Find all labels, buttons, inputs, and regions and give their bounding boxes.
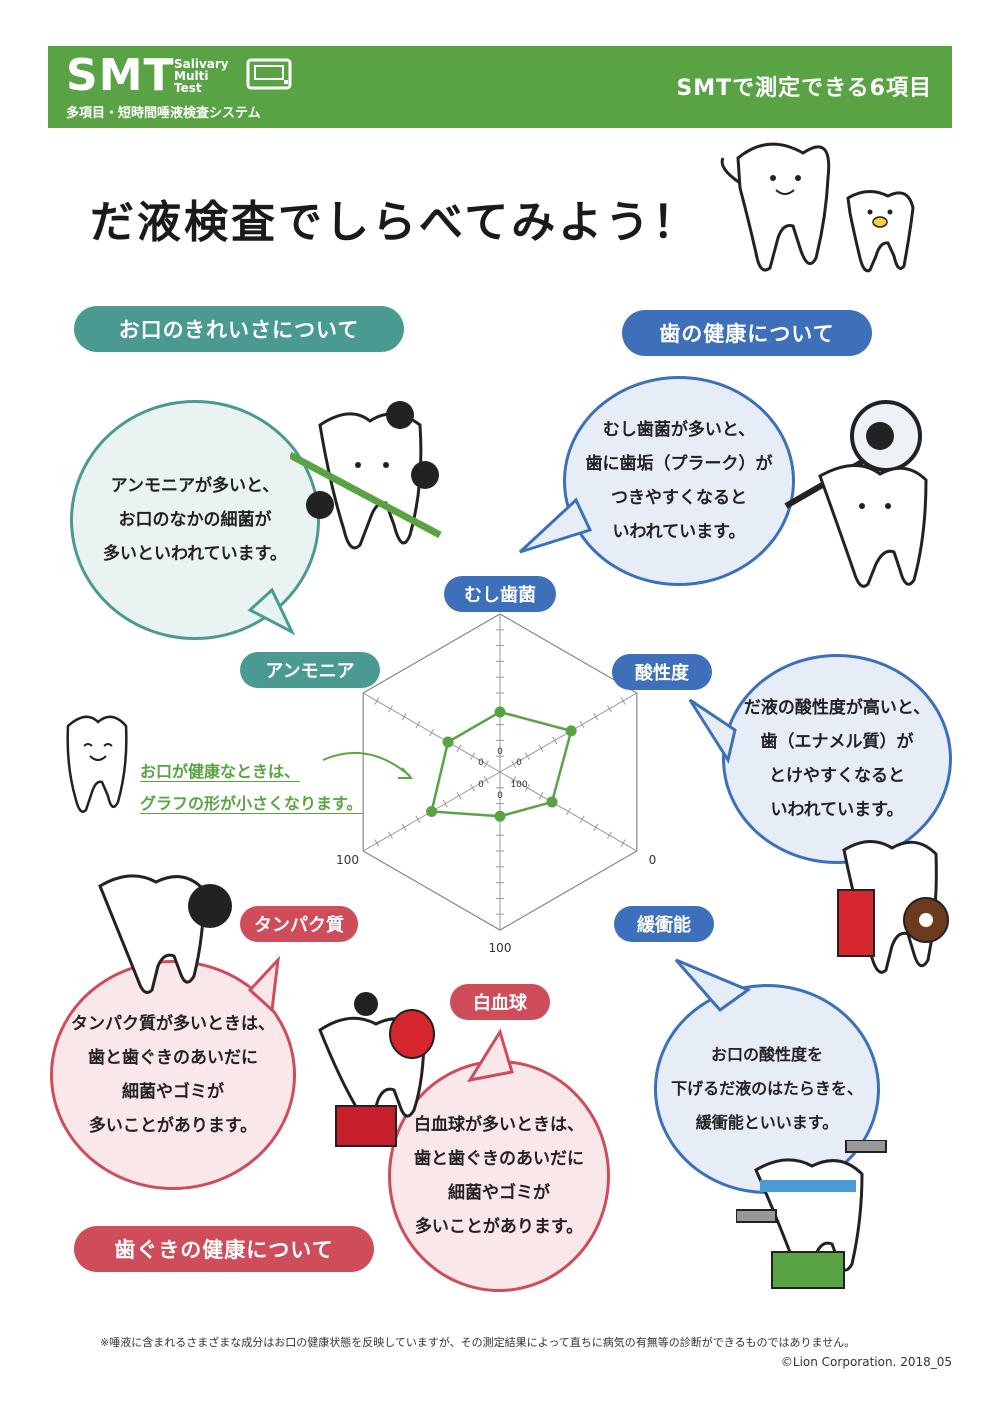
radar-tick: [456, 744, 462, 753]
bubble-leukocyte-text: 白血球が多いときは、 歯と歯ぐきのあいだに 細菌やゴミが 多いことがあります。: [414, 1115, 584, 1237]
radar-max-label: 0: [649, 853, 657, 867]
radar-min-label: 0: [497, 791, 503, 801]
logo-subtitle: Salivary Multi Test: [174, 58, 234, 94]
graph-note-line: お口が健康なときは、: [140, 762, 301, 781]
radar-tick: [429, 728, 435, 737]
radar-tick: [620, 697, 626, 705]
bubble-mutans: むし歯菌が多いと、 歯に歯垢（プラーク）が つきやすくなると いわれています。: [563, 376, 795, 586]
radar-tick: [442, 799, 448, 808]
device-icon: [246, 58, 292, 90]
radar-tick: [579, 815, 585, 824]
radar-min-label: 0: [478, 780, 484, 790]
radar-min-label: 0: [497, 747, 503, 757]
tooth-with-bacteria-illustration: [98, 874, 232, 994]
radar-data-point: [426, 806, 438, 817]
radar-data-point: [494, 706, 506, 718]
bubble-mutans-text: むし歯菌が多いと、 歯に歯垢（プラーク）が つきやすくなると いわれています。: [585, 420, 773, 542]
logo-smt: SMT: [66, 50, 175, 101]
header-subtitle: SMTで測定できる6項目: [676, 76, 932, 101]
radar-data-point: [546, 796, 558, 808]
radar-tick: [470, 752, 476, 760]
radar-data-point: [442, 736, 454, 748]
graph-note-line: グラフの形が小さくなります。: [140, 794, 363, 813]
radar-tick: [538, 744, 544, 753]
smiling-tooth-illustration: [66, 715, 128, 813]
bubble-ammonia-text: アンモニアが多いと、 お口のなかの細菌が 多いといわれています。: [103, 476, 287, 564]
bubble-protein-text: タンパク質が多いときは、 歯と歯ぐきのあいだに 細菌やゴミが 多いことがあります…: [71, 1014, 275, 1136]
tooth-characters-illustration: [720, 142, 915, 273]
bubble-acidity: だ液の酸性度が高いと、 歯（エナメル質）が とけやすくなると いわれています。: [722, 654, 952, 864]
radar-tick: [620, 839, 626, 847]
category-tooth-health: 歯の健康について: [622, 310, 872, 356]
radar-min-label: 100: [510, 780, 527, 790]
tooth-with-drink-and-donut-illustration: [837, 840, 949, 974]
radar-tick: [401, 823, 407, 832]
radar-data-point: [494, 810, 506, 822]
bubble-leukocyte: 白血球が多いときは、 歯と歯ぐきのあいだに 細菌やゴミが 多いことがあります。: [388, 1060, 610, 1292]
radar-tick: [593, 823, 599, 832]
tooth-with-dumbbell-illustration: [736, 1140, 887, 1289]
tooth-with-magnifier-illustration: [784, 400, 928, 588]
radar-tick: [511, 760, 517, 768]
logo-sub-line: Test: [174, 81, 202, 95]
radar-tick: [483, 776, 489, 784]
radar-max-label: 100: [336, 853, 359, 867]
axis-label-ammonia: アンモニア: [240, 652, 380, 688]
logo-japanese: 多項目・短時間唾液検査システム: [66, 106, 261, 121]
graph-note: お口が健康なときは、 グラフの形が小さくなります。: [140, 756, 362, 820]
radar-chart: 100010000100100010001000: [336, 600, 664, 955]
radar-tick: [511, 776, 517, 784]
page-title: だ液検査でしらべてみよう！: [90, 197, 700, 248]
copyright: ©Lion Corporation. 2018_05: [780, 1355, 952, 1369]
radar-tick: [565, 807, 571, 816]
axis-label-acidity: 酸性度: [612, 654, 712, 690]
note-arrow-icon: [322, 751, 414, 779]
radar-tick: [593, 712, 599, 721]
axis-label-mutans: むし歯菌: [444, 576, 556, 612]
radar-tick: [388, 831, 393, 839]
radar-tick: [374, 697, 380, 705]
category-gum-health: 歯ぐきの健康について: [74, 1226, 374, 1272]
radar-tick: [456, 791, 462, 800]
radar-tick: [607, 831, 612, 839]
radar-min-label: 0: [478, 758, 484, 768]
tooth-boxer-illustration: [318, 992, 435, 1147]
tooth-with-toothbrush-illustration: [290, 401, 442, 550]
logo-sub-line: Salivary: [174, 57, 229, 71]
radar-tick: [538, 791, 544, 800]
radar-tick: [524, 752, 530, 760]
axis-label-leukocyte: 白血球: [450, 984, 550, 1020]
bubble-buffer-text: お口の酸性度を 下げるだ液のはたらきを、 緩衝能といいます。: [671, 1045, 863, 1132]
header-bar: [48, 46, 952, 128]
radar-tick: [470, 784, 476, 792]
radar-tick: [552, 736, 558, 745]
radar-data-point: [565, 725, 577, 737]
radar-min-label: 0: [516, 758, 522, 768]
radar-tick: [388, 705, 393, 713]
radar-tick: [607, 705, 612, 713]
logo-sub-line: Multi: [174, 69, 209, 83]
radar-max-label: 100: [489, 941, 512, 955]
radar-tick: [579, 720, 585, 729]
bubble-acidity-text: だ液の酸性度が高いと、 歯（エナメル質）が とけやすくなると いわれています。: [743, 698, 931, 820]
axis-label-buffer: 緩衝能: [614, 906, 714, 942]
category-mouth-cleanliness: お口のきれいさについて: [74, 306, 404, 352]
bubble-protein: タンパク質が多いときは、 歯と歯ぐきのあいだに 細菌やゴミが 多いことがあります…: [50, 960, 296, 1190]
radar-tick: [524, 784, 530, 792]
axis-label-protein: タンパク質: [240, 906, 358, 942]
radar-tick: [415, 815, 421, 824]
footer-disclaimer: ※唾液に含まれるさまざまな成分はお口の健康状態を反映していますが、その測定結果に…: [100, 1336, 856, 1349]
radar-tick: [483, 760, 489, 768]
radar-tick: [374, 839, 380, 847]
radar-tick: [415, 720, 421, 729]
radar-tick: [401, 712, 407, 721]
